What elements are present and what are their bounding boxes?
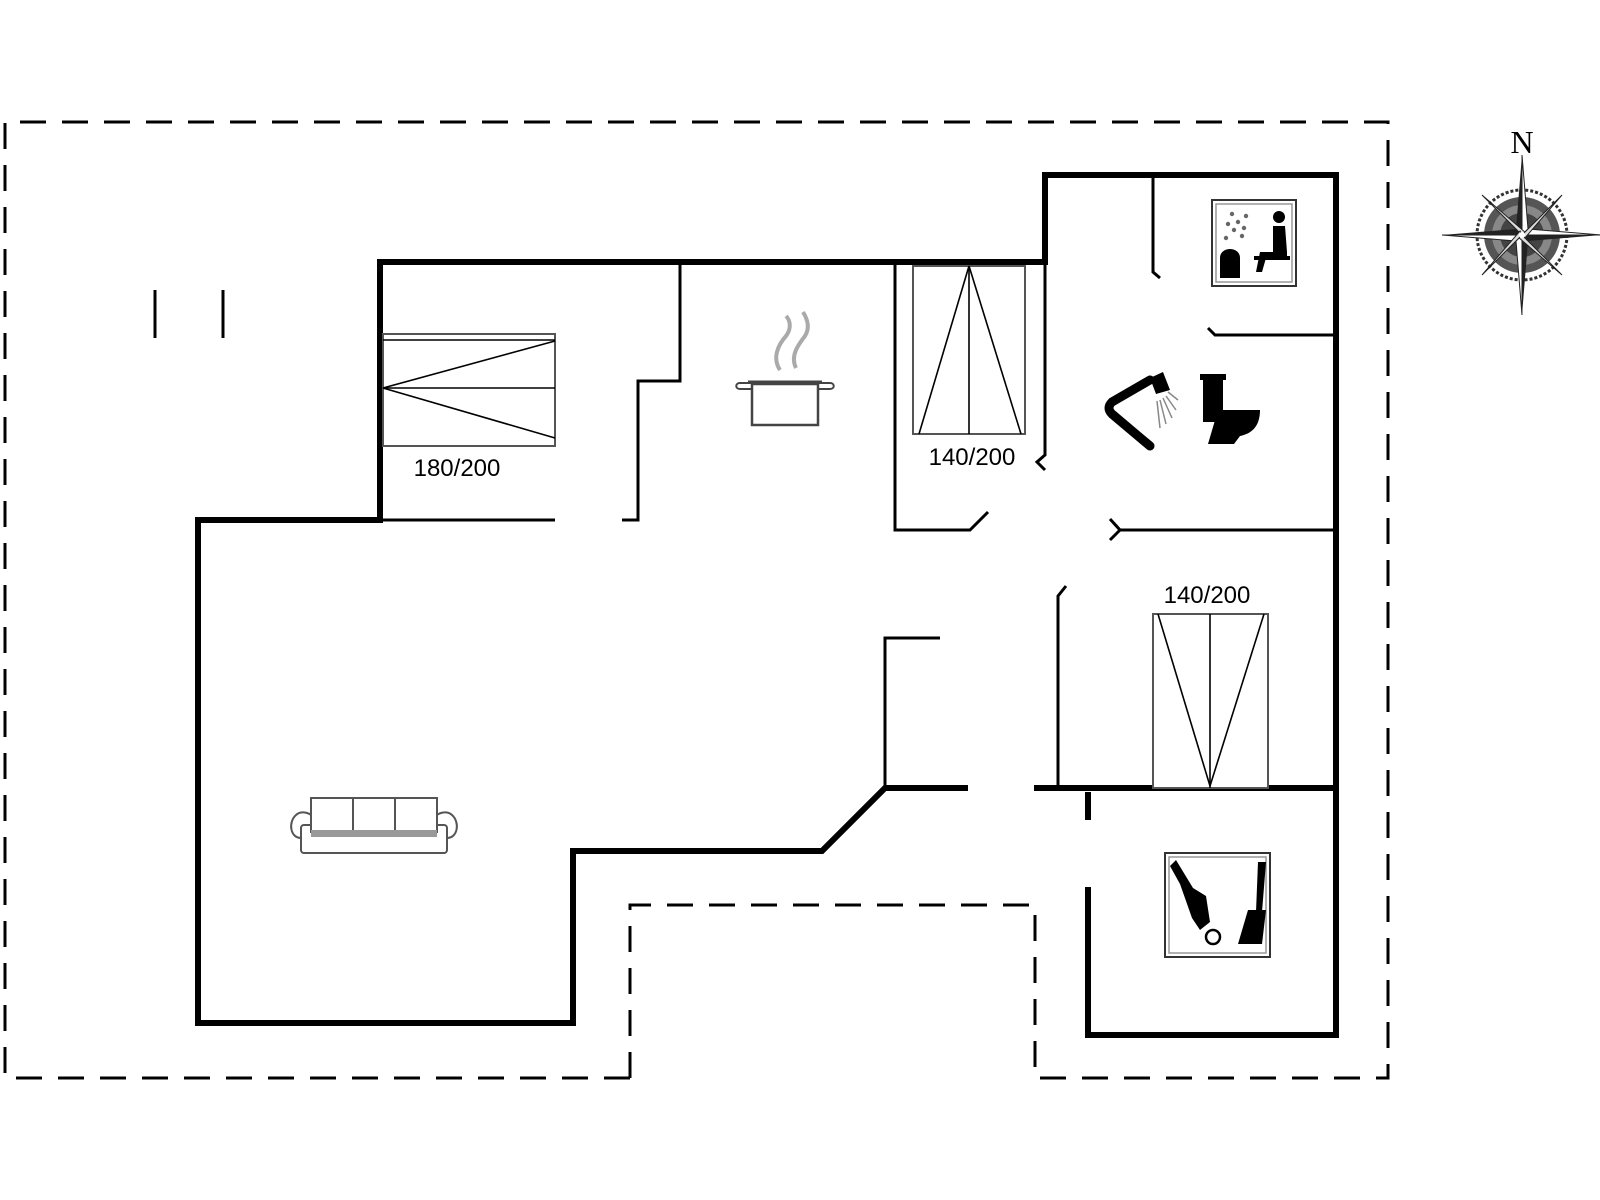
compass-rose-icon: N <box>1441 124 1600 316</box>
bed-140-200-upper <box>912 265 1026 435</box>
fence-posts <box>153 290 225 338</box>
compass-north-label: N <box>1510 124 1533 160</box>
bed-180-200 <box>382 333 556 447</box>
bed-size-label: 140/200 <box>1164 582 1251 609</box>
utility-room-icon <box>1164 852 1271 958</box>
bed-140-200-lower <box>1152 613 1269 789</box>
sauna-icon <box>1211 199 1297 287</box>
sofa-icon <box>290 797 458 854</box>
interior-walls <box>380 175 1336 788</box>
plot-boundary <box>3 120 1390 1080</box>
bed-size-label: 140/200 <box>929 444 1016 471</box>
toilet-icon <box>1200 374 1260 444</box>
bed-size-label: 180/200 <box>414 455 501 482</box>
cooking-pot-icon <box>735 310 835 427</box>
shower-icon <box>1104 372 1179 451</box>
